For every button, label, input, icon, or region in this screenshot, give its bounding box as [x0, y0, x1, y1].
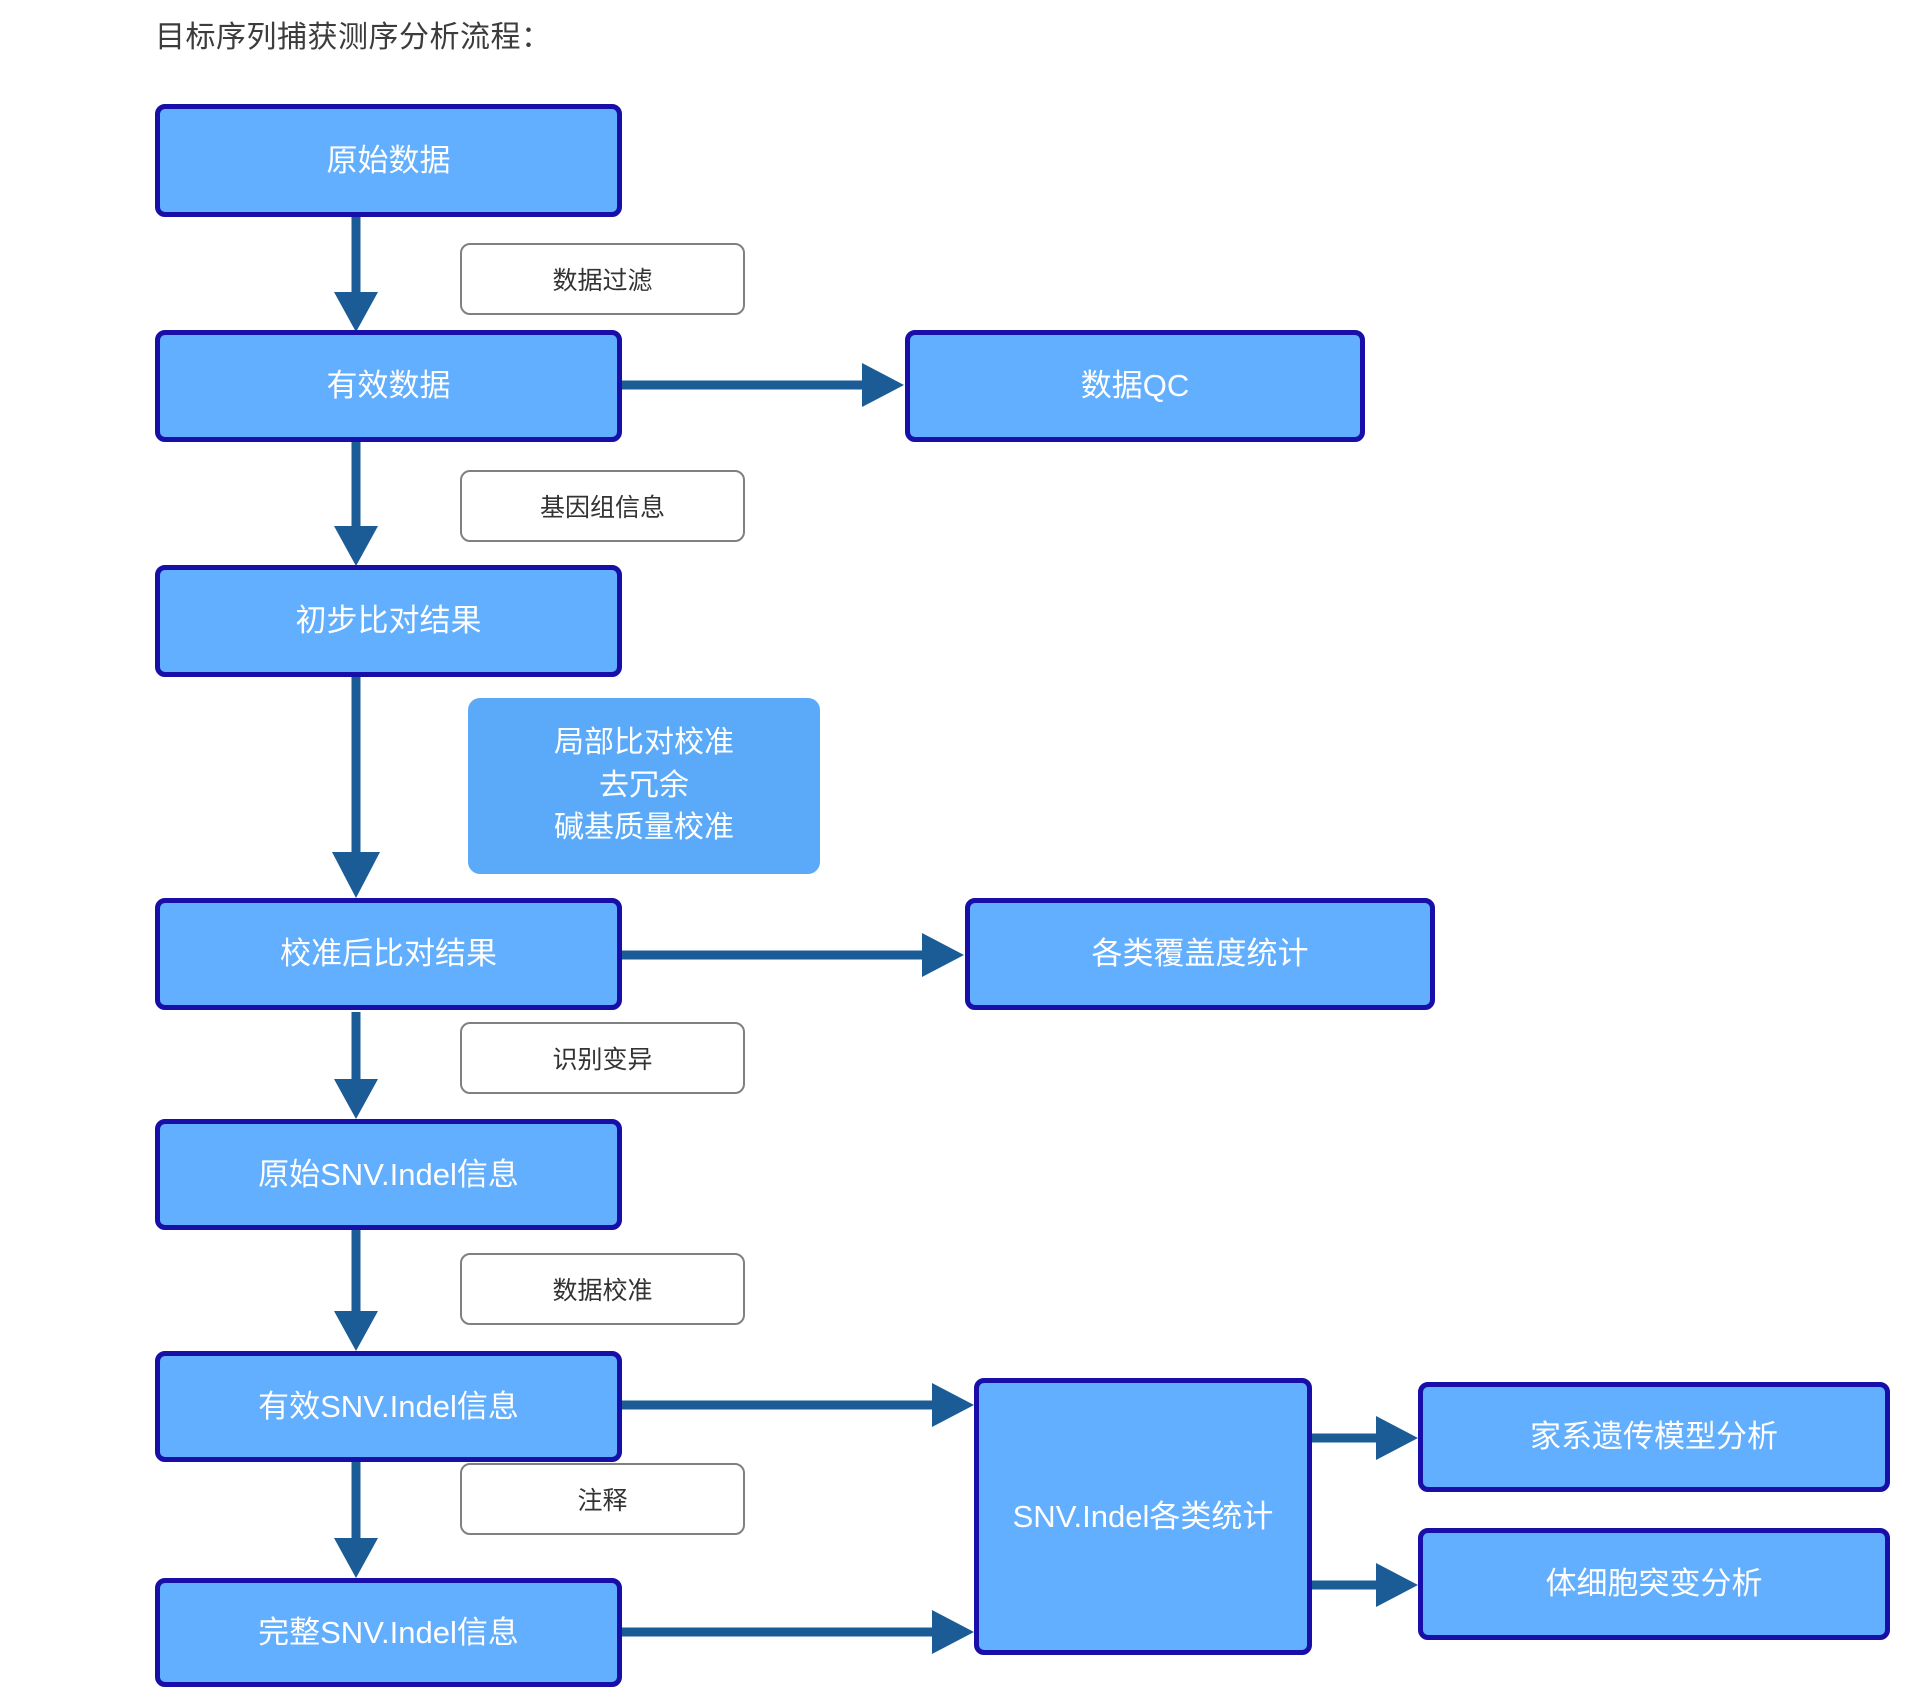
note-line-2: 去冗余: [599, 768, 689, 802]
arrow-raw-data-to-clean-data: [334, 216, 378, 332]
arrow-snv-stats-to-somatic: [1312, 1563, 1418, 1607]
arrow-calibrated-align-to-coverage-stats: [622, 933, 964, 977]
arrow-clean-data-to-data-qc: [622, 363, 904, 407]
note-line-1: 局部比对校准: [554, 726, 734, 760]
edge-label-data-filter: 数据过滤: [460, 243, 745, 315]
node-somatic-analysis[interactable]: 体细胞突变分析: [1418, 1528, 1890, 1640]
node-snv-stats[interactable]: SNV.Indel各类统计: [974, 1378, 1312, 1655]
node-calibrated-align[interactable]: 校准后比对结果: [155, 898, 622, 1010]
node-clean-data[interactable]: 有效数据: [155, 330, 622, 442]
arrow-snv-stats-to-pedigree: [1312, 1416, 1418, 1460]
page-title: 目标序列捕获测序分析流程：: [155, 21, 552, 54]
arrow-valid-snv-to-snv-stats: [622, 1383, 974, 1427]
node-raw-data[interactable]: 原始数据: [155, 104, 622, 217]
node-full-snv[interactable]: 完整SNV.Indel信息: [155, 1578, 622, 1687]
arrow-full-snv-to-snv-stats: [622, 1610, 974, 1654]
arrow-valid-snv-to-full-snv: [334, 1462, 378, 1578]
edge-label-data-recalibration: 数据校准: [460, 1253, 745, 1325]
node-pedigree-analysis[interactable]: 家系遗传模型分析: [1418, 1382, 1890, 1492]
note-line-3: 碱基质量校准: [554, 811, 734, 845]
arrow-clean-data-to-initial-align: [334, 442, 378, 566]
node-initial-align[interactable]: 初步比对结果: [155, 565, 622, 677]
arrow-initial-align-to-calibrated-align: [332, 677, 380, 898]
arrow-raw-snv-to-valid-snv: [334, 1230, 378, 1351]
node-realign-note: 局部比对校准 去冗余 碱基质量校准: [468, 698, 820, 874]
edge-label-annotation: 注释: [460, 1463, 745, 1535]
edge-label-genome-info: 基因组信息: [460, 470, 745, 542]
edge-label-call-variants: 识别变异: [460, 1022, 745, 1094]
node-coverage-stats[interactable]: 各类覆盖度统计: [965, 898, 1435, 1010]
node-raw-snv[interactable]: 原始SNV.Indel信息: [155, 1119, 622, 1230]
node-valid-snv[interactable]: 有效SNV.Indel信息: [155, 1351, 622, 1462]
node-data-qc[interactable]: 数据QC: [905, 330, 1365, 442]
arrow-calibrated-align-to-raw-snv: [334, 1012, 378, 1119]
